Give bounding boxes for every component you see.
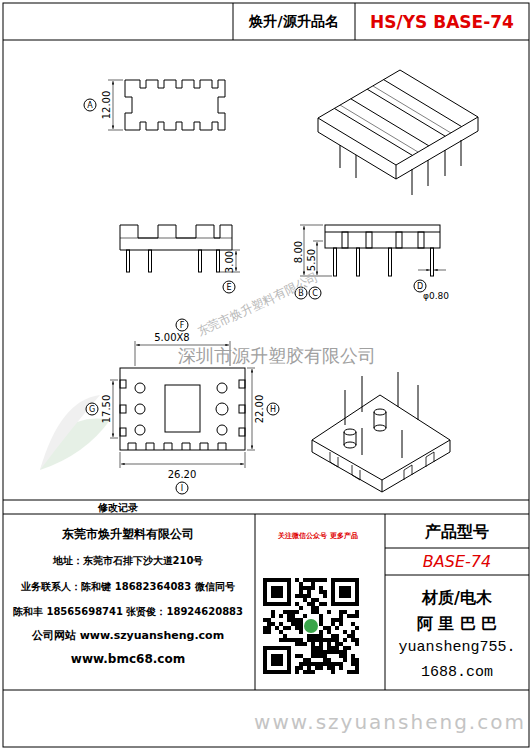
- side-view-right: [300, 225, 446, 276]
- model-heading: 产品型号: [425, 523, 489, 541]
- callout-letter: A: [84, 99, 97, 112]
- website: 公司网站 www.szyuansheng.com: [32, 630, 224, 642]
- address: 地址：东莞市石排下沙大道210号: [53, 555, 204, 566]
- dimension: 5.00X8: [154, 332, 189, 343]
- contact: 业务联系人：陈和键 18682364083 微信同号: [21, 581, 235, 592]
- callout-letter: G: [86, 403, 99, 416]
- top-isometric: [318, 70, 478, 195]
- model-number: BASE-74: [423, 553, 491, 571]
- shop-name: 阿 里 巴 巴: [417, 615, 498, 633]
- website: www.bmc68.com: [71, 653, 185, 666]
- callout-letter: D: [414, 280, 427, 293]
- table-frame: [3, 3, 529, 747]
- wechat-note: 关注微信公众号 更多产品: [278, 533, 357, 541]
- callout-letter: H: [267, 403, 280, 416]
- callout-letter: I: [176, 482, 189, 495]
- material: 材质/电木: [422, 589, 492, 607]
- revision-heading: 修改记录: [98, 502, 138, 513]
- qr-code: [263, 578, 359, 674]
- callout-letter: E: [223, 281, 236, 294]
- watermark: 深圳市源升塑胶有限公司: [178, 346, 376, 366]
- top-view: [108, 80, 225, 130]
- dimension: φ0.80: [423, 292, 449, 302]
- dimension: 26.20: [168, 469, 197, 480]
- dimension: 8.00: [293, 241, 304, 263]
- dimension: 17.50: [101, 395, 112, 424]
- dimension: 5.50: [306, 249, 317, 271]
- shop-url: yuansheng755. 1688.com: [388, 635, 526, 685]
- callout-letter: F: [176, 319, 189, 332]
- dimension: 22.00: [254, 395, 265, 424]
- watermark-logo: [40, 395, 110, 470]
- watermark: www.szyuansheng.com: [254, 711, 526, 733]
- dimension: 12.00: [101, 91, 112, 120]
- dimension: 3.00: [224, 251, 235, 273]
- company-name: 东莞市焕升塑料有限公司: [62, 528, 194, 541]
- header-cell: 焕升/源升品名: [249, 14, 338, 29]
- bottom-isometric: [312, 372, 450, 492]
- contact: 陈和丰 18565698741 张贤俊：18924620883: [13, 606, 243, 617]
- side-view-left: [120, 225, 240, 272]
- part-number: HS/YS BASE-74: [370, 13, 514, 32]
- callout-letter: C: [309, 287, 322, 300]
- watermark: 东莞市焕升塑料有限公司: [195, 271, 320, 339]
